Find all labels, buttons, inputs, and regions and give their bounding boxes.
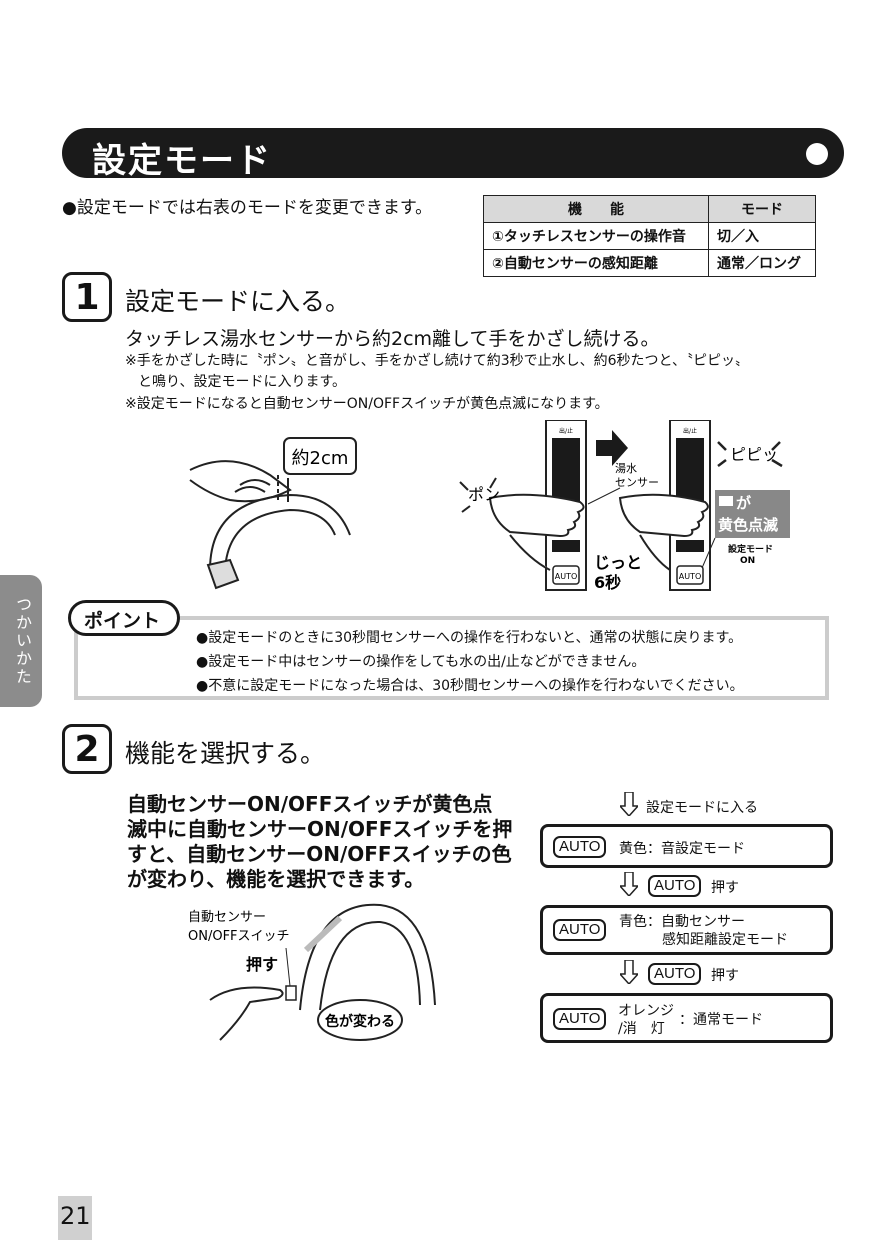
table-header-row: 機 能 モード — [483, 195, 816, 223]
table-cell: ①タッチレスセンサーの操作音 — [483, 222, 709, 250]
flow-push-label: 押す — [711, 880, 739, 896]
out-stop-label: 出/止 — [559, 427, 573, 435]
switch-icon — [285, 985, 297, 1001]
title-dot — [806, 143, 828, 165]
switch-label-1: 自動センサー — [188, 910, 266, 925]
arrow-down-icon — [620, 960, 638, 984]
table-row: ①タッチレスセンサーの操作音 切／入 — [483, 222, 816, 250]
auto-badge: AUTO — [553, 919, 607, 941]
table-cell: 切／入 — [708, 222, 816, 250]
step2-title: 機能を選択する。 — [125, 739, 326, 768]
mode-table: 機 能 モード ①タッチレスセンサーの操作音 切／入 ②自動センサーの感知距離 … — [483, 195, 816, 277]
side-tab — [0, 575, 42, 707]
flow-yellow-text: 黄色：音設定モード — [619, 841, 745, 857]
hand-drawing — [209, 986, 284, 1041]
auto-switch-label: AUTO — [555, 572, 578, 581]
distance-callout — [283, 437, 357, 475]
sensor-label-2: センサー — [615, 476, 659, 489]
step1-note1: ※手をかざした時に〝ポン〟と音がし、手をかざし続けて約3秒で止水し、約6秒たつと… — [125, 353, 749, 369]
sensor-label: 湯水 — [615, 462, 637, 475]
point-item: ●不意に設定モードになった場合は、30秒間センサーへの操作を行わないでください。 — [196, 678, 744, 694]
flow-normal-mode-text: ：通常モード — [679, 1012, 763, 1028]
sound-burst-icon — [717, 441, 783, 468]
point-box — [74, 616, 829, 700]
blink-label-2: 黄色点滅 — [718, 516, 778, 534]
color-change-label: 色が変わる — [325, 1013, 395, 1030]
point-label: ポイント — [84, 610, 161, 632]
arrow-down-icon — [620, 872, 638, 896]
page-title: 設定モード — [92, 141, 272, 181]
flow-push-label: 押す — [711, 968, 739, 984]
flow-off-text: /消 灯 — [618, 1021, 665, 1037]
table-header-mode: モード — [708, 195, 816, 223]
step2-description-line: 自動センサーON/OFFスイッチが黄色点 — [127, 792, 493, 816]
wait-label-1: じっと — [594, 553, 642, 572]
sound-burst-icon — [459, 477, 497, 513]
table-row: ②自動センサーの感知距離 通常／ロング — [483, 249, 816, 277]
step1-instruction: タッチレス湯水センサーから約2cm離して手をかざし続ける。 — [125, 328, 660, 350]
flow-blue-text-1: 青色：自動センサー — [619, 914, 745, 930]
step2-description-line: 滅中に自動センサーON/OFFスイッチを押 — [127, 817, 513, 841]
table-cell: 通常／ロング — [708, 249, 816, 277]
flow-blue-text-2: 感知距離設定モード — [662, 932, 788, 948]
table-cell: ②自動センサーの感知距離 — [483, 249, 709, 277]
auto-badge: AUTO — [648, 875, 702, 897]
auto-switch-label: AUTO — [679, 572, 702, 581]
arrow-down-icon — [620, 792, 638, 816]
auto-badge: AUTO — [648, 963, 702, 985]
step2-number: 2 — [62, 724, 112, 774]
hand-drawings — [488, 493, 709, 571]
auto-mini-icon — [719, 496, 733, 506]
out-stop-label: 出/止 — [683, 427, 697, 435]
title-banner — [62, 128, 844, 178]
page-number-bg — [58, 1196, 92, 1240]
mode-on-label-1: 設定モード — [728, 543, 773, 555]
point-item: ●設定モード中はセンサーの操作をしても水の出/止などができません。 — [196, 654, 646, 670]
faucet-hand-drawing — [189, 460, 351, 590]
color-change-callout — [317, 999, 403, 1041]
step1-note1-cont: と鳴り、設定モードに入ります。 — [138, 374, 347, 390]
distance-label: 約2cm — [292, 448, 349, 469]
arrow-right-icon — [596, 430, 628, 466]
flow-orange-text: オレンジ — [618, 1003, 674, 1019]
page-number: 21 — [60, 1202, 91, 1230]
pipi-sound-label: ピピッ — [730, 445, 778, 464]
point-label-box — [68, 600, 180, 636]
intro-text: ●設定モードでは右表のモードを変更できます。 — [62, 198, 433, 218]
step1-number: 1 — [62, 272, 112, 322]
step1-title: 設定モードに入る。 — [125, 287, 351, 316]
mode-on-label-2: ON — [740, 556, 755, 566]
blink-label-1: が — [736, 494, 752, 512]
table-header-function: 機 能 — [483, 195, 709, 223]
auto-badge: AUTO — [553, 1008, 607, 1030]
step2-illustration: 自動センサー ON/OFFスイッチ 押す 色が変わる — [188, 903, 436, 1041]
step2-description-line: すと、自動センサーON/OFFスイッチの色 — [127, 842, 512, 866]
pon-sound-label: ポン — [468, 485, 500, 504]
point-item: ●設定モードのときに30秒間センサーへの操作を行わないと、通常の状態に戻ります。 — [196, 630, 743, 646]
wait-label-2: 6秒 — [594, 573, 621, 592]
flow-enter-label: 設定モードに入る — [646, 800, 758, 816]
auto-badge: AUTO — [553, 836, 607, 858]
faucet-drawing — [299, 903, 436, 1011]
step2-description-line: が変わり、機能を選択できます。 — [127, 867, 425, 891]
switch-label-2: ON/OFFスイッチ — [188, 929, 290, 944]
side-tab-label: つかいかた — [13, 596, 32, 686]
push-label: 押す — [246, 955, 278, 974]
step1-note2: ※設定モードになると自動センサーON/OFFスイッチが黄色点滅になります。 — [125, 396, 609, 412]
step1-illustration: 約2cm AUTO 出/止 AUTO 出/止 ポン 湯水 センサー ピピッ が — [189, 420, 790, 592]
